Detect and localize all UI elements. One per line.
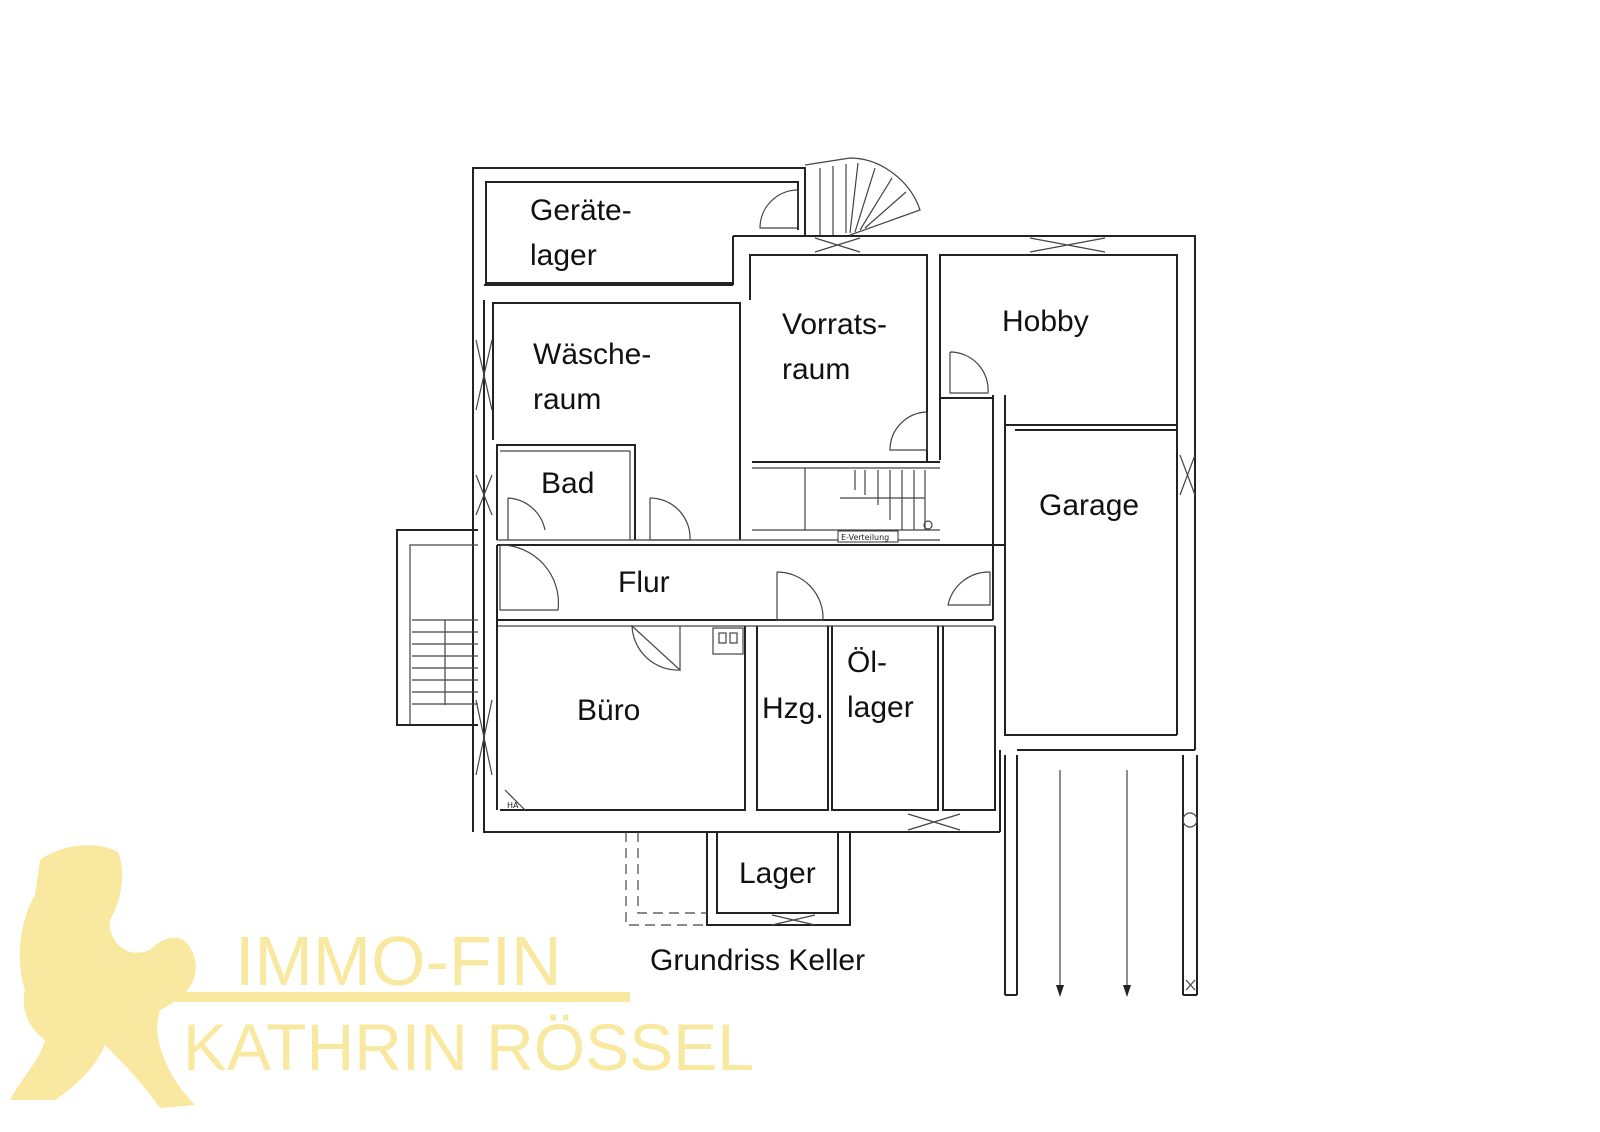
watermark-line1: IMMO-FIN: [235, 922, 562, 1000]
room-label-vorratsraum-2: raum: [782, 353, 850, 386]
room-label-hzg: Hzg.: [762, 692, 824, 725]
room-label-oellager-1: Öl-: [847, 646, 887, 679]
room-label-garage: Garage: [1039, 489, 1139, 522]
room-labels: Geräte- lager Wäsche- raum Vorrats- raum…: [507, 194, 1139, 977]
room-label-waescheraum-1: Wäsche-: [533, 338, 651, 371]
ha-label: HA: [507, 801, 519, 810]
horse-icon: [10, 845, 196, 1108]
walls: [396, 157, 1198, 997]
watermark-line2: KATHRIN RÖSSEL: [183, 1010, 754, 1084]
room-label-hobby: Hobby: [1002, 305, 1089, 338]
room-label-vorratsraum-1: Vorrats-: [782, 308, 887, 341]
e-verteilung-label: E-Verteilung: [841, 533, 889, 542]
watermark-logo: IMMO-FIN KATHRIN RÖSSEL: [10, 845, 754, 1108]
plan-title: Grundriss Keller: [650, 944, 865, 977]
room-label-flur: Flur: [618, 566, 670, 599]
room-label-buero: Büro: [577, 694, 640, 727]
room-label-geraetelager-2: lager: [530, 239, 597, 272]
room-label-lager: Lager: [739, 857, 816, 890]
watermark-divider: [175, 992, 630, 1002]
room-label-waescheraum-2: raum: [533, 383, 601, 416]
room-label-oellager-2: lager: [847, 691, 914, 724]
room-label-bad: Bad: [541, 467, 594, 500]
room-label-geraetelager-1: Geräte-: [530, 194, 632, 227]
